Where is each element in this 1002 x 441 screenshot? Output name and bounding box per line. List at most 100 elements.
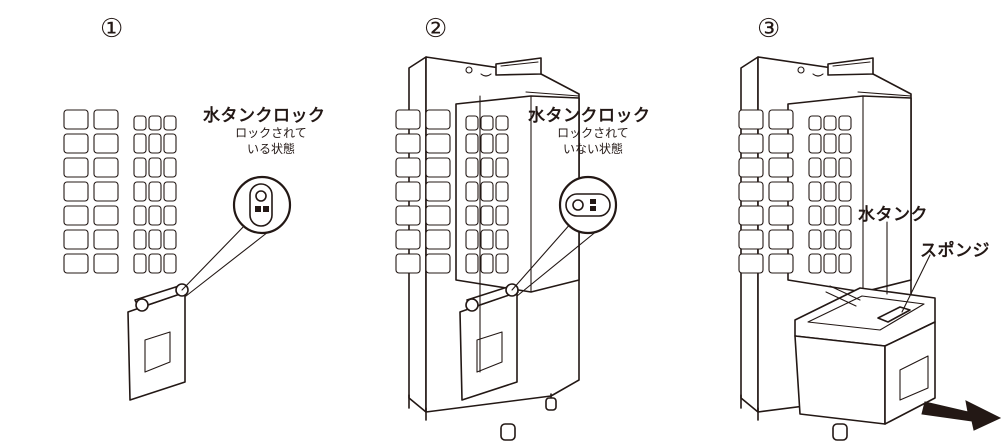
- grille-cell: [395, 181, 421, 202]
- grille-cell: [808, 253, 822, 274]
- grille-left-3: [738, 109, 794, 274]
- grille-cell: [93, 181, 119, 202]
- grille-cell: [425, 205, 451, 226]
- grille-cell: [738, 181, 764, 202]
- grille-cell: [823, 133, 837, 154]
- grille-cell: [738, 109, 764, 130]
- grille-cell: [823, 229, 837, 250]
- grille-cell: [133, 229, 147, 250]
- grille-cell: [395, 109, 421, 130]
- step-3-group: [738, 109, 852, 274]
- grille-cell: [738, 133, 764, 154]
- grille-cell: [133, 181, 147, 202]
- step-number-2: ②: [424, 14, 448, 44]
- grille-cell: [838, 253, 852, 274]
- grille-cell: [495, 157, 509, 178]
- step-2-group: [395, 57, 911, 440]
- grille-cell: [148, 253, 162, 274]
- grille-cell: [480, 181, 494, 202]
- grille-cell: [425, 109, 451, 130]
- grille-cell: [768, 229, 794, 250]
- sponge: [877, 306, 911, 323]
- grille-cell: [480, 157, 494, 178]
- grille-cell: [495, 115, 509, 131]
- grille-cell: [738, 229, 764, 250]
- lock-state-line-2a: ロックされて: [557, 126, 629, 140]
- grille-cell: [63, 205, 89, 226]
- grille-cell: [738, 205, 764, 226]
- grille-cell: [808, 181, 822, 202]
- grille-cell: [93, 253, 119, 274]
- grille-cell: [133, 133, 147, 154]
- grille-cell: [480, 229, 494, 250]
- grille-cell: [465, 133, 479, 154]
- grille-cell: [395, 205, 421, 226]
- grille-cell: [768, 253, 794, 274]
- grille-cell: [63, 109, 89, 130]
- grille-cell: [495, 229, 509, 250]
- grille-cell: [768, 133, 794, 154]
- grille-cell: [768, 157, 794, 178]
- grille-cell: [808, 115, 822, 131]
- grille-cell: [148, 181, 162, 202]
- grille-cell: [425, 229, 451, 250]
- lock-state-line-1b: いる状態: [246, 142, 295, 156]
- grille-cell: [823, 253, 837, 274]
- grille-cell: [838, 181, 852, 202]
- grille-cell: [395, 253, 421, 274]
- grille-cell: [163, 115, 177, 131]
- lock-state-text-1: ロックされて いる状態: [226, 125, 316, 157]
- lock-state-line-1a: ロックされて: [235, 126, 307, 140]
- water-tank-label: 水タンク: [858, 205, 928, 225]
- grille-cell: [93, 133, 119, 154]
- grille-cell: [465, 115, 479, 131]
- grille-cell: [395, 229, 421, 250]
- grille-cell: [163, 229, 177, 250]
- grille-cell: [395, 133, 421, 154]
- grille-cell: [480, 205, 494, 226]
- grille-cell: [148, 115, 162, 131]
- grille-cell: [808, 133, 822, 154]
- step-number-3: ③: [757, 14, 781, 44]
- grille-cell: [838, 115, 852, 131]
- grille-cell: [808, 229, 822, 250]
- grille-cell: [163, 157, 177, 178]
- grille-cell: [838, 229, 852, 250]
- grille-cell: [63, 181, 89, 202]
- tank-lock-label-1: 水タンクロック: [203, 106, 326, 126]
- pull-out-arrow-icon: [921, 400, 1002, 431]
- grille-cell: [738, 157, 764, 178]
- grille-cell: [838, 133, 852, 154]
- lock-callout-lines-2: [511, 221, 599, 297]
- grille-cell: [425, 181, 451, 202]
- grille-cell: [808, 205, 822, 226]
- grille-cell: [133, 253, 147, 274]
- grille-cell: [425, 253, 451, 274]
- grille-cell: [823, 115, 837, 131]
- grille-cell: [465, 205, 479, 226]
- grille-cell: [495, 181, 509, 202]
- grille-cell: [495, 133, 509, 154]
- grille-cell: [133, 205, 147, 226]
- sponge-label: スポンジ: [920, 241, 990, 261]
- grille-cell: [93, 205, 119, 226]
- water-tank-removed: [794, 285, 936, 425]
- grille-cell: [495, 205, 509, 226]
- grille-cell: [395, 157, 421, 178]
- grille-left-2: [395, 109, 451, 274]
- grille-cell: [425, 157, 451, 178]
- grille-cell: [63, 229, 89, 250]
- tank-section-2: [459, 95, 519, 401]
- grille-cell: [480, 115, 494, 131]
- grille-cell: [823, 157, 837, 178]
- grille-cell: [63, 157, 89, 178]
- grille-cell: [838, 205, 852, 226]
- grille-cell: [838, 157, 852, 178]
- grille-cell: [808, 157, 822, 178]
- grille-cell: [63, 133, 89, 154]
- grille-cell: [133, 157, 147, 178]
- grille-cell: [93, 109, 119, 130]
- grille-cell: [823, 181, 837, 202]
- grille-cell: [465, 229, 479, 250]
